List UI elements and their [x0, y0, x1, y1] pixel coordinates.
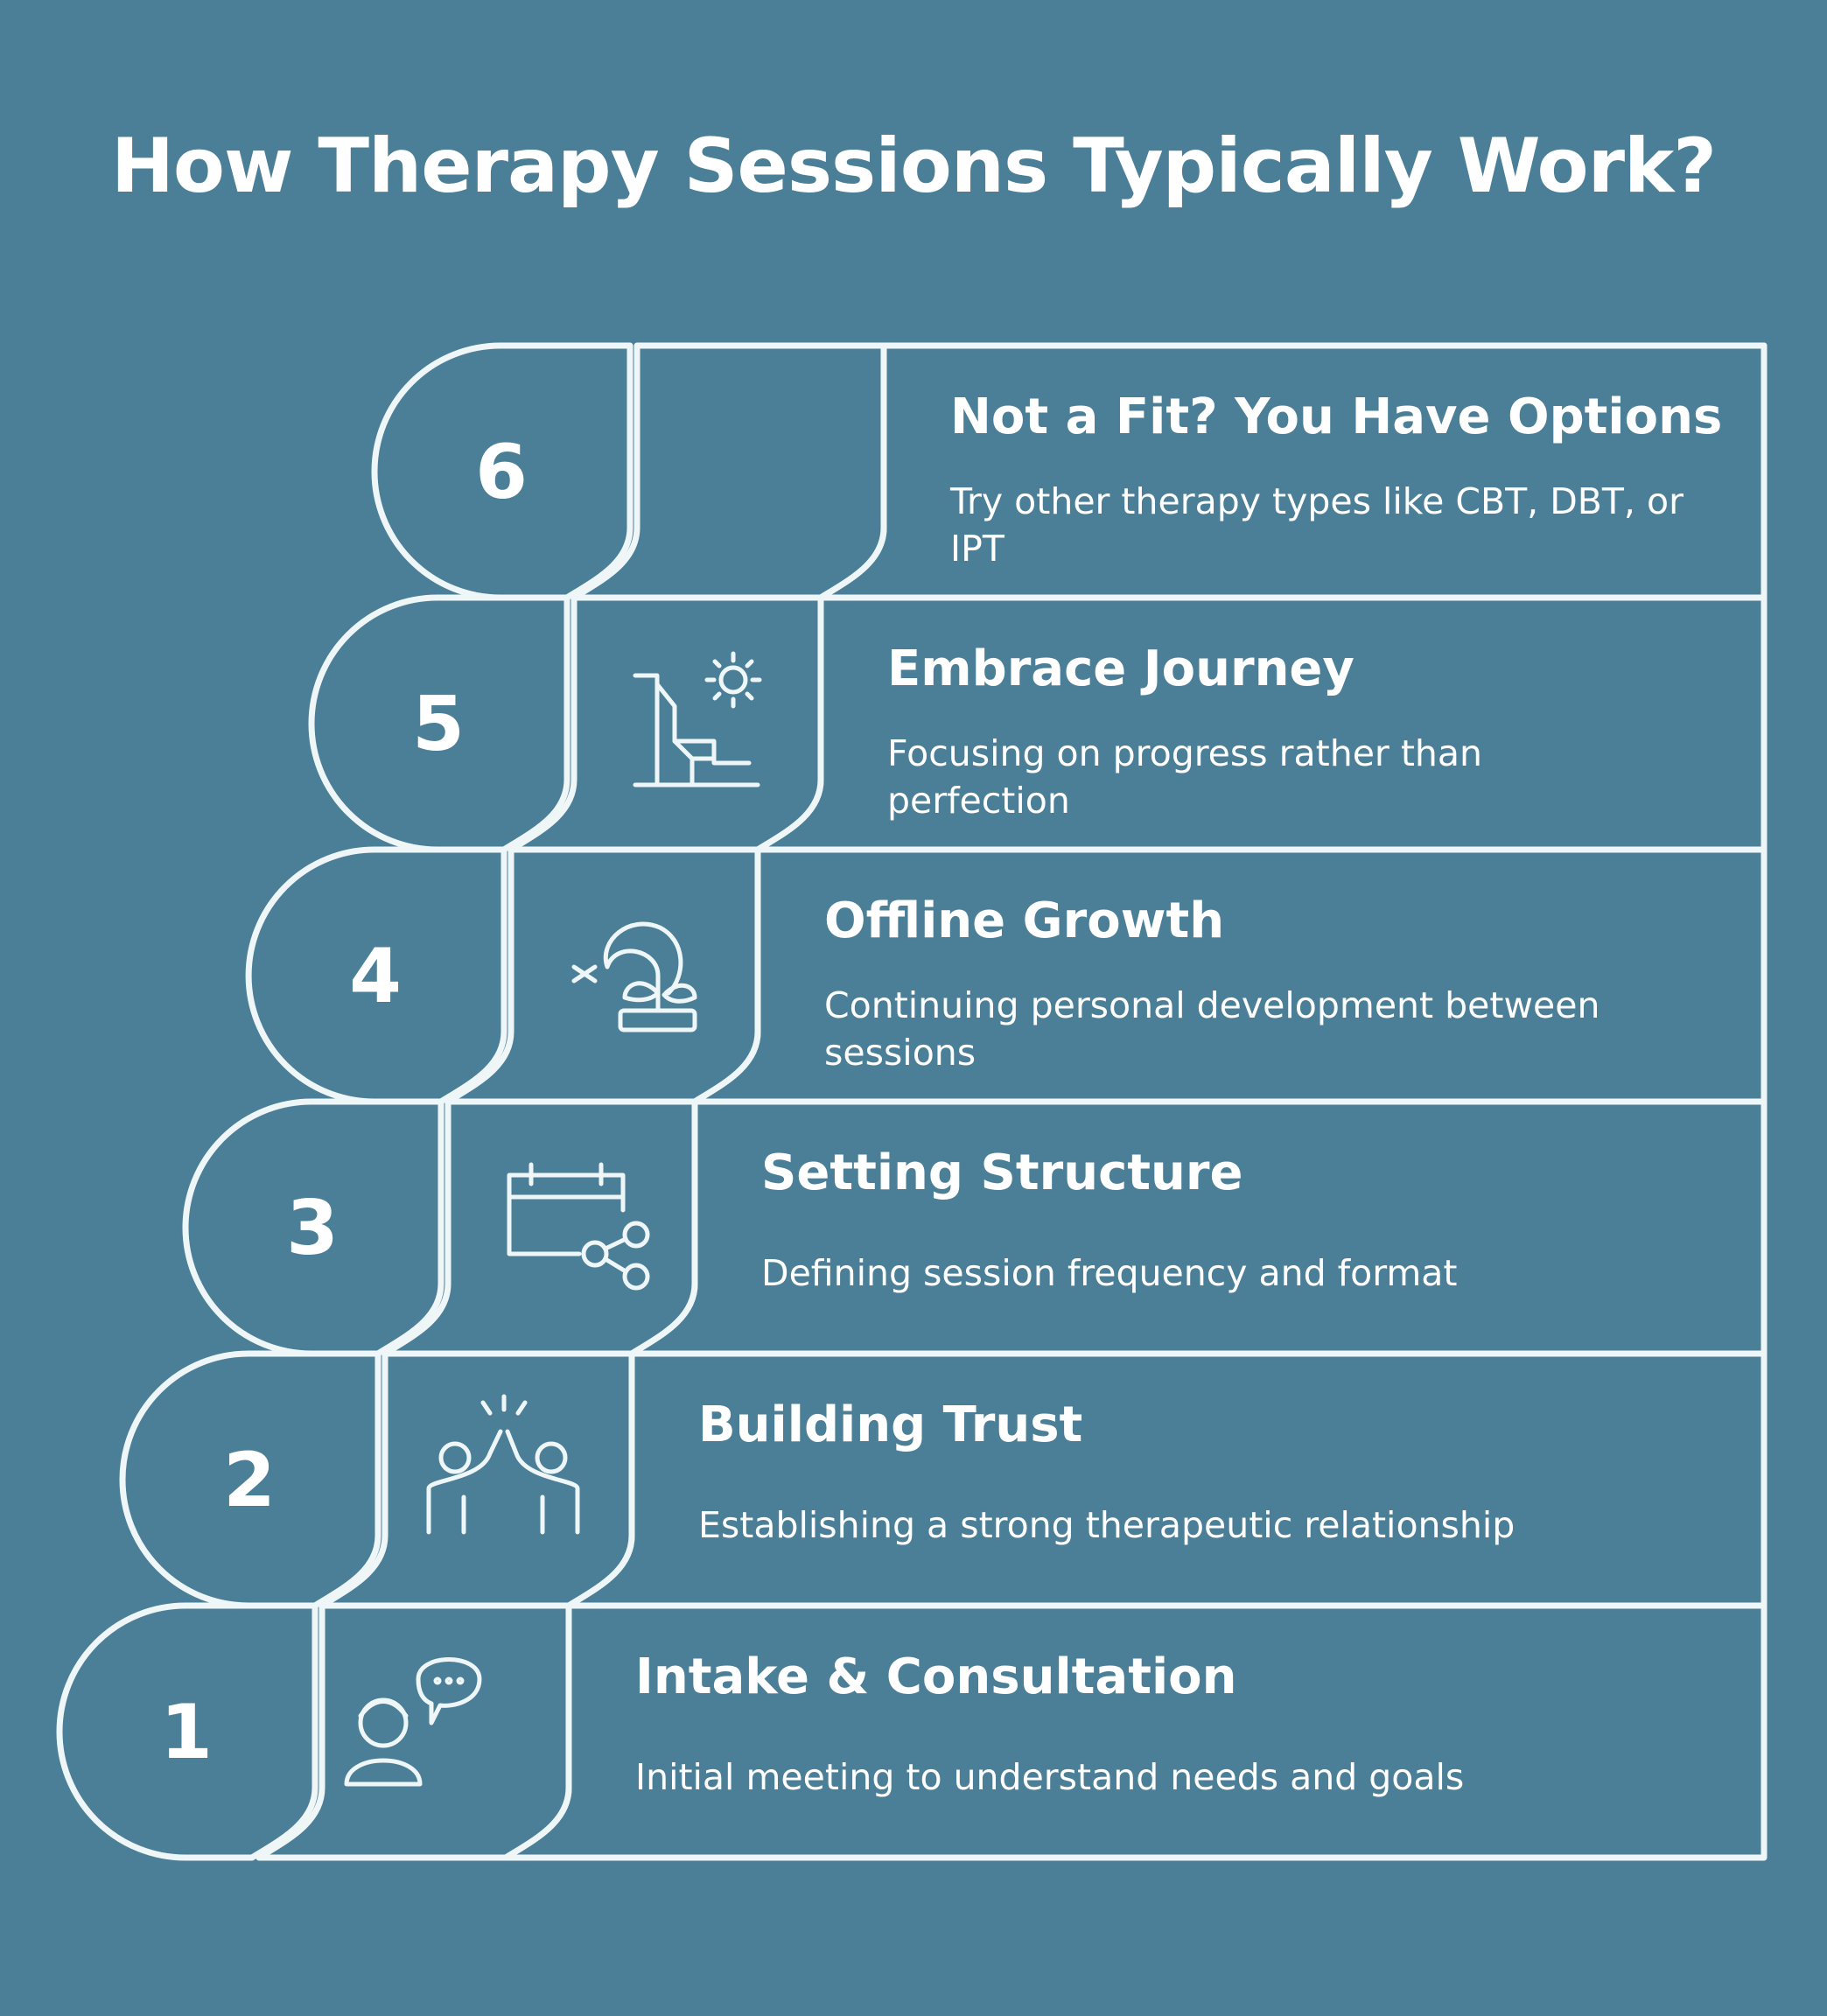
step-number-cap — [245, 846, 508, 1105]
step-title: Setting Structure — [761, 1144, 1243, 1201]
calendar-share-icon — [507, 1162, 650, 1291]
step-number: 4 — [349, 933, 402, 1020]
growing-plant-icon — [571, 921, 697, 1032]
step-number-cap — [371, 342, 634, 601]
step-number: 6 — [475, 429, 528, 516]
sunrise-stairs-icon — [633, 651, 762, 788]
step-panel — [628, 1098, 1768, 1357]
consultation-chat-icon — [344, 1657, 482, 1787]
step-panel — [502, 1602, 1768, 1861]
step-number: 3 — [286, 1185, 339, 1272]
step-title: Offline Growth — [824, 892, 1224, 949]
step-description: IPT — [950, 528, 1005, 570]
step-title: Intake & Consultation — [635, 1648, 1237, 1705]
step-number: 2 — [223, 1437, 276, 1524]
step-description: Initial meeting to understand needs and … — [635, 1756, 1464, 1798]
step-description: Continuing personal development between — [824, 984, 1600, 1026]
step-number-cap — [182, 1098, 444, 1357]
step-description: Defining session frequency and format — [761, 1252, 1457, 1294]
step-number: 5 — [412, 681, 465, 768]
step-title: Building Trust — [698, 1396, 1082, 1453]
step-title: Embrace Journey — [887, 640, 1354, 697]
step-icon-band — [256, 1602, 572, 1861]
step-panel — [565, 1350, 1768, 1609]
page-title: How Therapy Sessions Typically Work? — [110, 122, 1717, 210]
step-number-cap — [119, 1350, 382, 1609]
step-title: Not a Fit? You Have Options — [950, 388, 1722, 445]
step-number-cap — [56, 1602, 318, 1861]
high-five-icon — [426, 1394, 580, 1535]
step-description: sessions — [824, 1032, 976, 1074]
step-description: Try other therapy types like CBT, DBT, o… — [949, 480, 1684, 522]
step-description: perfection — [887, 780, 1070, 822]
step-number: 1 — [160, 1689, 213, 1776]
step-number-cap — [308, 594, 570, 853]
step-description: Establishing a strong therapeutic relati… — [698, 1504, 1515, 1546]
step-description: Focusing on progress rather than — [887, 732, 1482, 774]
